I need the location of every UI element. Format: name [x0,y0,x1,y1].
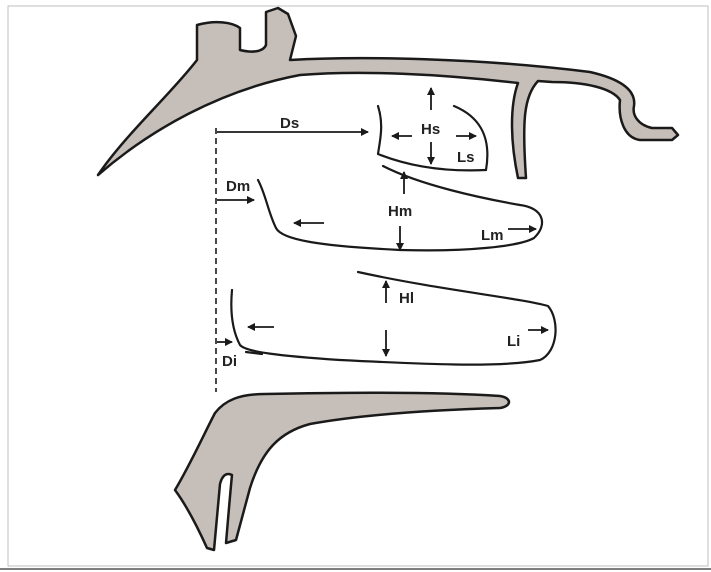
label-lm: Lm [481,227,504,244]
label-li: Li [507,333,520,350]
label-ls: Ls [457,149,475,166]
label-di: Di [222,353,237,370]
label-hl: Hl [399,290,414,307]
label-hm: Hm [388,203,412,220]
inferior-turbinate [231,272,555,365]
upper-bone [98,8,678,178]
label-ds: Ds [280,115,299,132]
label-dm: Dm [226,178,250,195]
label-hs: Hs [421,121,440,138]
lower-bone [175,393,509,550]
